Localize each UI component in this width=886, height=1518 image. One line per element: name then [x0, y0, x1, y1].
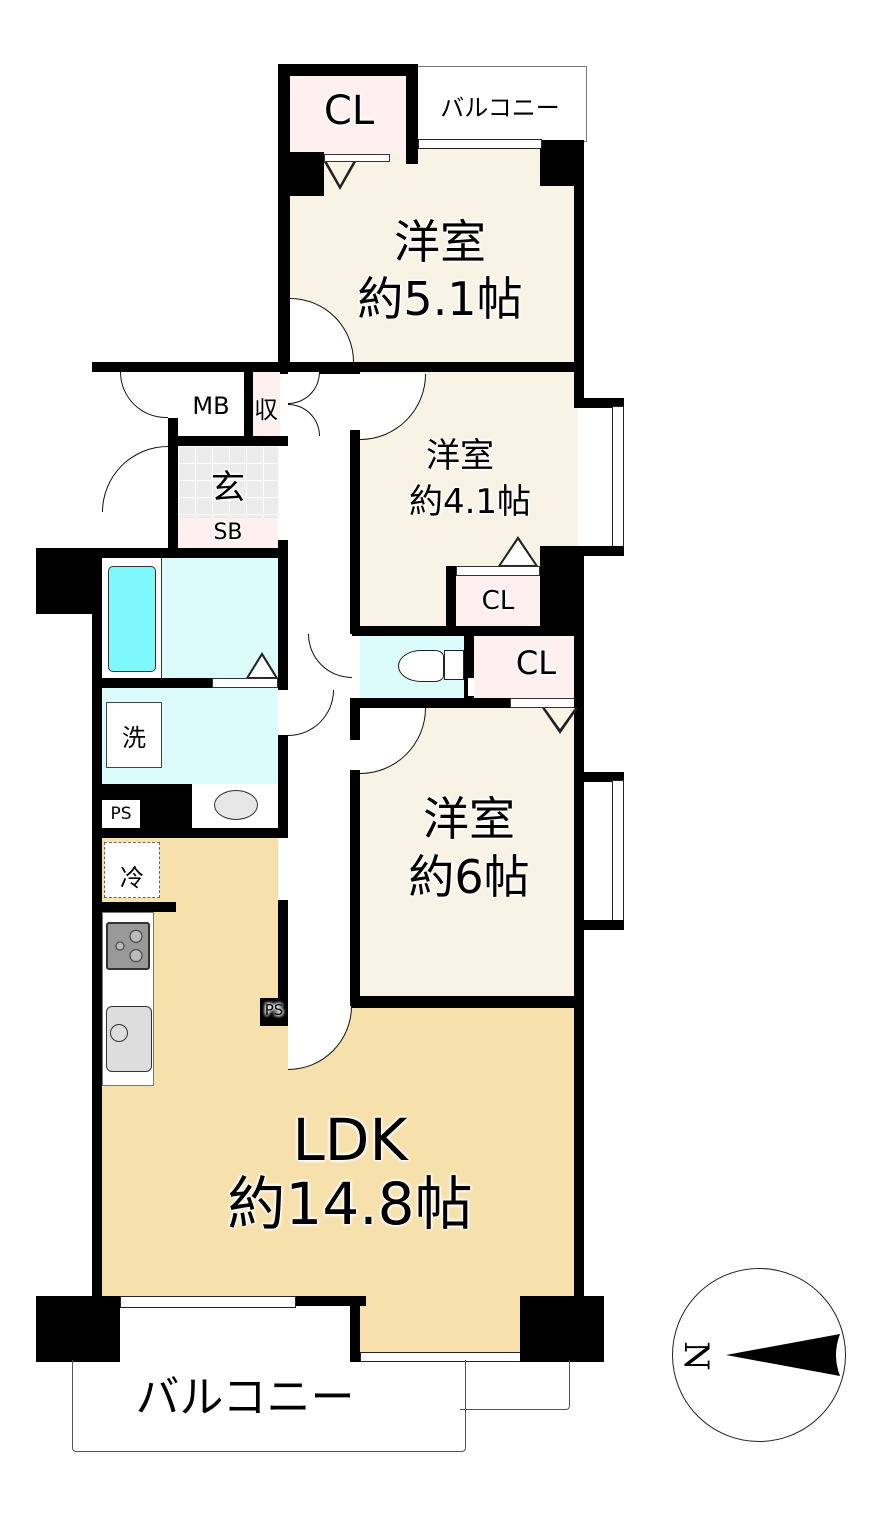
entrance-door-swing-icon[interactable] — [102, 446, 168, 512]
storage-door-swing-icon[interactable] — [288, 404, 320, 436]
meter-box-label: MB — [192, 392, 230, 420]
wall — [574, 372, 584, 404]
storage-label: 収 — [254, 396, 278, 424]
wall — [278, 152, 324, 196]
pipe-space-label: PS — [110, 804, 132, 824]
pipe-space-label: PS — [264, 1001, 284, 1019]
wall — [350, 1296, 360, 1362]
ldk-room — [278, 1008, 576, 1298]
storage-door-swing-icon[interactable] — [288, 372, 320, 404]
wall — [278, 900, 288, 1070]
wall — [278, 64, 290, 372]
window — [612, 780, 624, 922]
compass-north-label: N — [676, 1341, 716, 1371]
fridge-space — [104, 842, 160, 898]
western-room-3-name: 洋室 — [423, 792, 515, 846]
closet-2 — [456, 576, 540, 626]
washer-label: 洗 — [122, 724, 146, 752]
wall — [92, 828, 288, 838]
meter-box — [178, 372, 244, 438]
wall — [92, 548, 288, 558]
closet-2-label: CL — [481, 586, 515, 616]
pipe-space-box — [102, 800, 140, 828]
top-balcony-label: バルコニー — [440, 94, 560, 122]
wall — [574, 1000, 584, 1300]
washer-icon — [106, 702, 162, 768]
ldk-name: LDK — [292, 1106, 408, 1174]
entrance-label: 玄 — [211, 468, 245, 508]
wall — [168, 436, 288, 446]
wall — [92, 362, 288, 372]
wall — [278, 362, 584, 374]
wall — [92, 830, 102, 1300]
wall — [574, 398, 624, 408]
wall — [350, 700, 360, 740]
closet-3-label: CL — [515, 644, 557, 682]
wall — [350, 770, 360, 998]
compass-needle-icon — [726, 1334, 840, 1376]
wall — [406, 64, 418, 164]
wall — [278, 735, 288, 831]
balcony-label: バルコニー — [135, 1372, 355, 1423]
fridge-label: 冷 — [120, 864, 144, 892]
shoe-box-label: SB — [213, 520, 243, 545]
wall — [278, 64, 418, 76]
wall — [244, 372, 253, 442]
closet-1-label: CL — [323, 88, 375, 134]
wall — [168, 418, 178, 548]
wall — [574, 632, 584, 1002]
toilet-icon — [398, 650, 444, 682]
western-room-2-size: 約4.1帖 — [408, 482, 532, 522]
wall — [520, 1296, 604, 1362]
wall — [350, 626, 584, 636]
wall — [36, 548, 102, 614]
closet-door-strip — [510, 698, 576, 708]
closet-door-strip — [456, 566, 540, 576]
wall — [92, 902, 176, 912]
washbasin-icon — [214, 790, 258, 820]
storage — [252, 372, 280, 438]
wall — [36, 1296, 120, 1362]
balcony-outline — [460, 1360, 570, 1410]
wall — [574, 920, 624, 930]
wall — [446, 566, 456, 632]
closet-1 — [288, 74, 410, 154]
bath-door-strip — [212, 678, 278, 688]
wash-door-swing-icon[interactable] — [288, 690, 334, 736]
western-room-3-size: 約6帖 — [408, 850, 530, 904]
entrance-floor — [178, 446, 278, 518]
wall — [278, 540, 288, 690]
window — [612, 406, 624, 548]
compass — [672, 1268, 846, 1442]
western-room-1-size: 約5.1帖 — [357, 272, 523, 326]
wall — [574, 772, 624, 782]
western-room-2-name: 洋室 — [426, 436, 494, 476]
wall — [574, 140, 584, 372]
ldk-room — [102, 1070, 282, 1300]
balcony-outline — [72, 1360, 466, 1452]
wall — [92, 678, 212, 688]
closet-door-strip — [324, 154, 390, 162]
toilet-door-swing-icon[interactable] — [308, 634, 352, 678]
ldk-room — [360, 1298, 524, 1356]
window — [418, 139, 542, 149]
closet-3 — [474, 636, 574, 698]
ldk-size: 約14.8帖 — [227, 1170, 473, 1238]
mb-door-swing-icon[interactable] — [120, 372, 168, 418]
wall — [350, 996, 584, 1008]
pipe-space-box — [260, 998, 288, 1026]
western-room-1-name: 洋室 — [394, 215, 486, 269]
window — [120, 1296, 296, 1308]
stove-icon — [106, 922, 150, 970]
wall — [296, 1296, 366, 1306]
shoe-box — [178, 518, 278, 550]
wall — [350, 430, 360, 630]
wall — [350, 698, 510, 708]
wall — [92, 548, 102, 830]
wall — [540, 546, 584, 632]
